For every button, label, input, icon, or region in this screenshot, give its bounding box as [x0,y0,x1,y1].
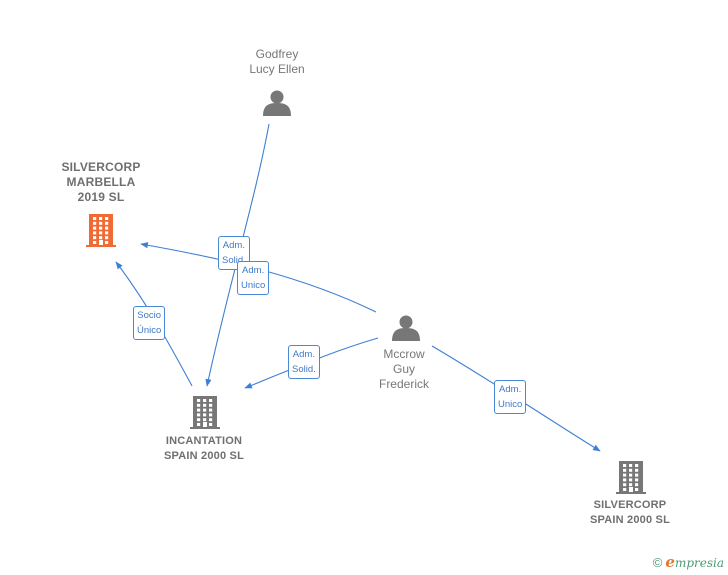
edge-label-line: Adm. [292,349,315,360]
brand-initial: e [665,553,675,571]
node-label-line: MARBELLA [66,175,136,189]
node-label-line: SPAIN 2000 SL [589,514,671,526]
edges-layer [115,123,601,452]
edge-label-line: Socio [137,310,162,321]
edge-label-mccrow_silvercorp_spain[interactable]: Adm. Unico [494,380,527,414]
node-label-line: Mccrow [383,347,425,361]
node-label-line: Frederick [378,377,429,391]
node-label-line: SILVERCORP [593,499,667,511]
node-label-line: Godfrey [255,47,299,61]
node-label-incantation[interactable]: INCANTATION SPAIN 2000 SL [139,434,269,464]
building-icon[interactable] [86,214,116,247]
node-label-line: SPAIN 2000 SL [163,450,245,462]
edge-label-line: Unico [498,399,523,410]
footer-brand: ©empresia [653,553,724,571]
node-label-line: Lucy Ellen [249,62,305,76]
building-icon[interactable] [616,461,646,494]
edge-label-line: Unico [241,280,266,291]
edge-label-mccrow_incantation[interactable]: Adm. Solid. [288,345,320,379]
node-label-line: Guy [392,362,415,376]
icons-layer [86,90,646,494]
node-label-line: INCANTATION [165,435,243,447]
edge-label-godfrey_incantation[interactable]: Adm. Solid. [218,236,250,270]
node-label-line: 2019 SL [77,190,125,204]
edge-label-line: Adm. [499,384,522,395]
edge-label-line: Solid. [292,364,316,375]
brand-name: mpresia [674,556,724,570]
node-label-silvercorp_spain[interactable]: SILVERCORP SPAIN 2000 SL [565,498,695,528]
person-icon[interactable] [263,90,291,117]
node-label-line: SILVERCORP [61,160,141,174]
person-icon[interactable] [392,315,420,342]
edge-label-line: Único [137,325,162,336]
copyright-symbol: © [652,555,663,570]
edge-label-line: Adm. [242,265,265,276]
building-icon[interactable] [190,396,220,429]
edge-label-line: Adm. [222,240,245,251]
edge-label-line: Solid. [222,255,246,266]
edge-label-mccrow_marbella[interactable]: Adm. Unico [237,261,270,295]
